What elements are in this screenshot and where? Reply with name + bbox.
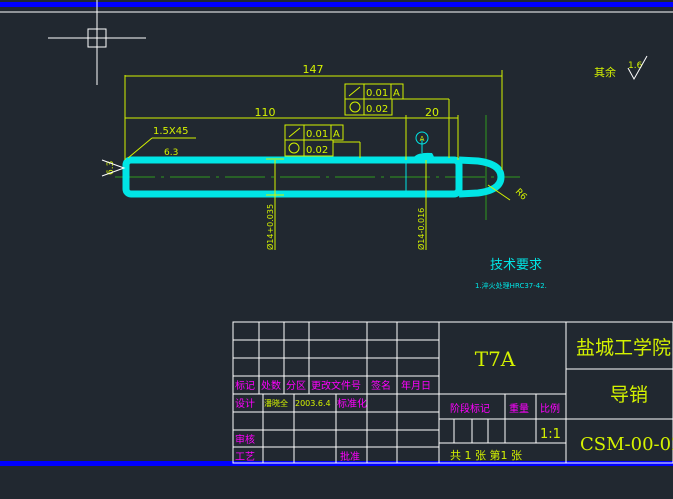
header-change-doc: 更改文件号 [311, 379, 361, 392]
circularity-value: 0.02 [306, 145, 328, 156]
header-count: 处数 [261, 379, 281, 392]
review-label: 审核 [235, 433, 255, 446]
title-block-grid [232, 321, 673, 464]
roughness-left: 6.3 [106, 161, 116, 175]
header-zone: 分区 [286, 380, 306, 392]
material: T7A [475, 347, 516, 371]
diameter-1: Ø14+0.035 [265, 204, 275, 250]
part-name: 导销 [610, 384, 648, 406]
design-date: 2003.6.4 [295, 399, 331, 408]
datum-symbol [415, 131, 429, 145]
chamfer-label: 1.5X45 [153, 126, 188, 137]
diameter-2: Ø14-0.016 [416, 208, 426, 250]
school-name: 盐城工学院 [576, 337, 671, 359]
datum-label: A [420, 135, 425, 143]
roughness-symbol [101, 159, 126, 177]
scale-value: 1:1 [540, 427, 561, 442]
tolerance-frame-2: 0.01 A 0.02 [284, 124, 344, 157]
datum-bump [414, 152, 434, 158]
runout-datum: A [333, 129, 340, 140]
pin-outline [122, 156, 505, 198]
tech-requirements-title: 技术要求 [490, 258, 542, 273]
designer-name: 潘晓全 [264, 398, 288, 408]
top-frame-bar [0, 2, 673, 7]
rest-roughness-label: 其余 [594, 65, 616, 79]
roughness-side: 6.3 [164, 148, 178, 158]
weight-label: 重量 [509, 402, 529, 415]
process-label: 工艺 [235, 451, 255, 463]
runout-value: 0.01 [366, 88, 388, 99]
header-signature: 签名 [371, 379, 391, 392]
stage-label: 阶段标记 [450, 402, 490, 415]
title-block-text: 标记 处数 分区 更改文件号 签名 年月日 设计 潘晓全 2003.6.4 标准… [235, 337, 673, 463]
standardization-label: 标准化 [337, 397, 367, 410]
tech-requirements-note: 1.淬火处理HRC37-42. [475, 281, 547, 290]
dim-overall: 147 [303, 63, 324, 76]
dimension-lines [124, 70, 511, 250]
tolerance-frame-1: 0.01 A 0.02 [344, 83, 404, 116]
dim-110: 110 [255, 106, 276, 119]
scale-label: 比例 [540, 402, 560, 415]
runout-value: 0.01 [306, 129, 328, 140]
drawing-number: CSM-00-02 [580, 434, 673, 455]
circularity-value: 0.02 [366, 104, 388, 115]
roughness-symbol [627, 55, 648, 81]
approve-label: 批准 [340, 450, 360, 463]
runout-datum: A [393, 88, 400, 99]
header-date: 年月日 [401, 379, 431, 392]
crosshair-cursor-icon [48, 0, 146, 85]
dim-20: 20 [425, 106, 439, 119]
radius-label: R6 [513, 187, 529, 203]
rest-roughness-value: 1.6 [628, 61, 643, 71]
design-label: 设计 [235, 397, 255, 410]
sheet-count: 共 1 张 第1 张 [450, 448, 522, 462]
header-mark: 标记 [235, 380, 255, 392]
